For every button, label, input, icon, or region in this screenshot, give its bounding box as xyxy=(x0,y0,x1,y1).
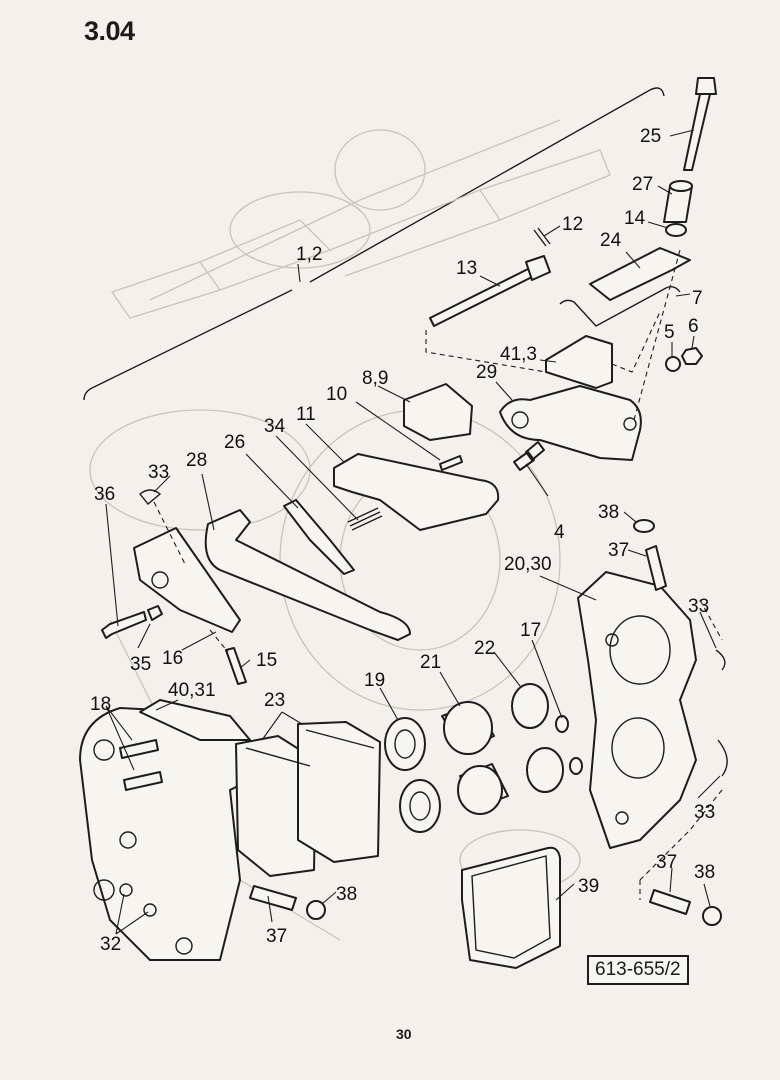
part-38-cap-upper xyxy=(633,519,655,533)
callout-19: 19 xyxy=(364,670,385,691)
callout-37-lower-left: 37 xyxy=(266,926,287,947)
callout-38-lower-right: 38 xyxy=(694,862,715,883)
reference-code: 613-655/2 xyxy=(587,955,689,985)
callout-18: 18 xyxy=(90,694,111,715)
callout-1-2: 1,2 xyxy=(296,244,322,265)
callout-labels: 1,2 25 27 14 12 24 13 7 5 6 41,3 29 8,9 … xyxy=(90,126,715,955)
part-5-lock-washer xyxy=(665,356,681,372)
assembly-line-right xyxy=(639,599,723,900)
part-13-bolt xyxy=(429,255,551,327)
callout-34: 34 xyxy=(264,416,286,437)
part-38-cap-lower-left xyxy=(306,900,326,920)
callout-37-lower-right: 37 xyxy=(656,852,677,873)
callout-15: 15 xyxy=(256,650,277,671)
page-number: 30 xyxy=(396,1026,412,1042)
part-17-o-ring-lower xyxy=(569,757,583,775)
callout-4: 4 xyxy=(554,522,565,543)
callout-24: 24 xyxy=(600,230,622,251)
callout-8-9: 8,9 xyxy=(362,368,388,389)
part-33-clip-upper xyxy=(139,489,162,505)
callout-28: 28 xyxy=(186,450,207,471)
part-40-31-caliper-half-left xyxy=(79,699,251,961)
callout-14: 14 xyxy=(624,208,646,229)
callout-22: 22 xyxy=(474,638,495,659)
part-29-hole-right xyxy=(623,417,637,431)
part-25-long-bolt xyxy=(683,77,717,171)
part-18-bolts xyxy=(119,739,163,791)
part-20-30-caliper-half-right xyxy=(577,571,697,849)
part-29-bracket xyxy=(499,385,642,461)
part-35-nut xyxy=(147,605,163,621)
page-title: 3.04 xyxy=(84,16,135,46)
part-17-o-ring-upper xyxy=(555,715,569,733)
callout-37-upper: 37 xyxy=(608,540,629,561)
callout-6: 6 xyxy=(688,316,699,337)
callout-26: 26 xyxy=(224,432,245,453)
part-38-cap-lower-right xyxy=(702,906,722,926)
part-37-bleed-screw-lower-right xyxy=(649,889,691,915)
part-29-hole-left xyxy=(511,411,529,429)
callout-36: 36 xyxy=(94,484,115,505)
callout-5: 5 xyxy=(664,322,675,343)
part-26-pad-clip xyxy=(283,499,355,575)
part-19-dust-boot-lower xyxy=(399,779,441,833)
assembly-line-upper xyxy=(425,249,681,421)
part-34-spring xyxy=(347,507,383,531)
part-33-clip-right-lower xyxy=(717,739,728,777)
part-6-nut xyxy=(681,347,703,365)
part-4-bolt xyxy=(513,441,545,471)
part-22-seal-lower xyxy=(526,747,564,793)
callout-21: 21 xyxy=(420,652,441,673)
callout-35: 35 xyxy=(130,654,151,675)
part-37-bleed-screw-upper xyxy=(645,545,667,591)
callout-33-right-lower: 33 xyxy=(694,802,715,823)
callout-17: 17 xyxy=(520,620,541,641)
callout-11: 11 xyxy=(296,404,316,425)
callout-38-lower-left: 38 xyxy=(336,884,357,905)
part-16-bracket xyxy=(133,527,241,633)
part-19-dust-boot-upper xyxy=(384,717,426,771)
part-15-pin xyxy=(225,647,247,685)
drive-shaft xyxy=(110,149,611,319)
part-41-3-shield xyxy=(545,335,613,389)
part-28-lever-plate xyxy=(204,509,411,641)
part-32-port-b xyxy=(143,903,157,917)
part-14-washer xyxy=(665,223,687,237)
part-11-lever xyxy=(333,453,500,531)
part-23-brake-pads xyxy=(235,721,381,877)
part-7-wire-spring xyxy=(559,285,681,327)
part-24-retaining-plate xyxy=(589,247,691,301)
assembly-bracket-line xyxy=(83,87,665,401)
leader-lines xyxy=(105,129,721,935)
callout-7: 7 xyxy=(692,288,703,309)
callout-38-upper: 38 xyxy=(598,502,619,523)
callout-33-upper-left: 33 xyxy=(148,462,169,483)
part-33-clip-right-upper xyxy=(715,649,726,671)
callout-10: 10 xyxy=(326,384,347,405)
callout-23: 23 xyxy=(264,690,285,711)
callout-13: 13 xyxy=(456,258,477,279)
callout-41-3: 41,3 xyxy=(500,344,537,365)
callout-27: 27 xyxy=(632,174,653,195)
callout-40-31: 40,31 xyxy=(168,680,216,701)
part-16-hole xyxy=(151,571,169,589)
callout-29: 29 xyxy=(476,362,497,383)
part-10-pin xyxy=(439,455,463,471)
callout-16: 16 xyxy=(162,648,183,669)
part-32-port-a xyxy=(119,883,133,897)
part-39-gasket xyxy=(461,846,561,969)
part-12-split-pin xyxy=(533,227,551,247)
part-27-bushing-top xyxy=(669,180,693,192)
callout-32: 32 xyxy=(100,934,121,955)
callout-39: 39 xyxy=(578,876,599,897)
part-37-bleed-screw-lower-left xyxy=(249,885,297,911)
part-8-9-bracket xyxy=(403,383,473,441)
part-22-seal-upper xyxy=(511,683,549,729)
callout-20-30: 20,30 xyxy=(504,554,552,575)
callout-12: 12 xyxy=(562,214,583,235)
part-36-bolt xyxy=(101,611,147,639)
callout-33-right-upper: 33 xyxy=(688,596,709,617)
callout-25: 25 xyxy=(640,126,661,147)
